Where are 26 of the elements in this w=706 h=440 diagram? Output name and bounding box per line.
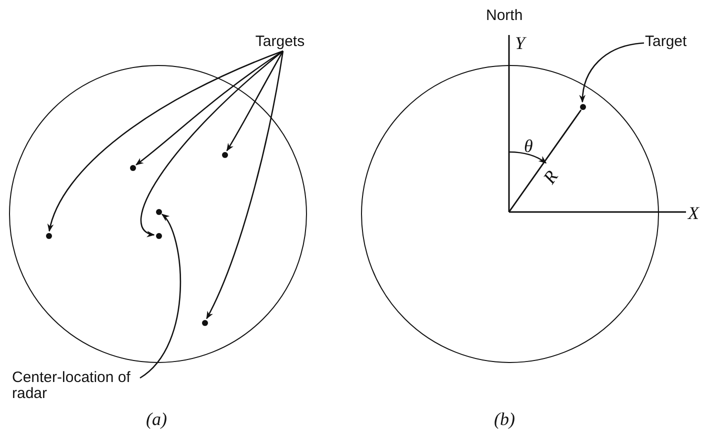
- axis-label: X: [688, 204, 699, 222]
- target-dot: [130, 164, 136, 170]
- leader-arrow: [136, 50, 284, 166]
- panel-label: (b): [494, 410, 515, 428]
- leader-arrow: [206, 50, 284, 320]
- target-dot: [46, 232, 52, 238]
- leader-arrow: [140, 214, 181, 379]
- target-dot: [202, 320, 208, 326]
- target-dot: [156, 208, 162, 214]
- radar-scope-circle: [361, 65, 659, 363]
- radar-scope-circle: [9, 65, 307, 363]
- axis-label: Y: [515, 34, 526, 52]
- callout-label: Target: [645, 34, 701, 50]
- leader-arrow: [580, 42, 644, 103]
- target-dot: [156, 232, 162, 238]
- panel-label: (a): [146, 410, 167, 428]
- target-dot: [580, 104, 586, 110]
- leader-arrow: [226, 50, 284, 152]
- callout-label: Targets: [250, 34, 310, 50]
- north-label: North: [486, 8, 523, 24]
- target-dot: [222, 152, 228, 158]
- angle-label: θ: [524, 137, 533, 155]
- callout-label: Center-location of radar: [12, 370, 144, 402]
- leader-arrow: [140, 50, 284, 236]
- range-label: R: [540, 167, 562, 187]
- leader-arrow: [48, 50, 284, 232]
